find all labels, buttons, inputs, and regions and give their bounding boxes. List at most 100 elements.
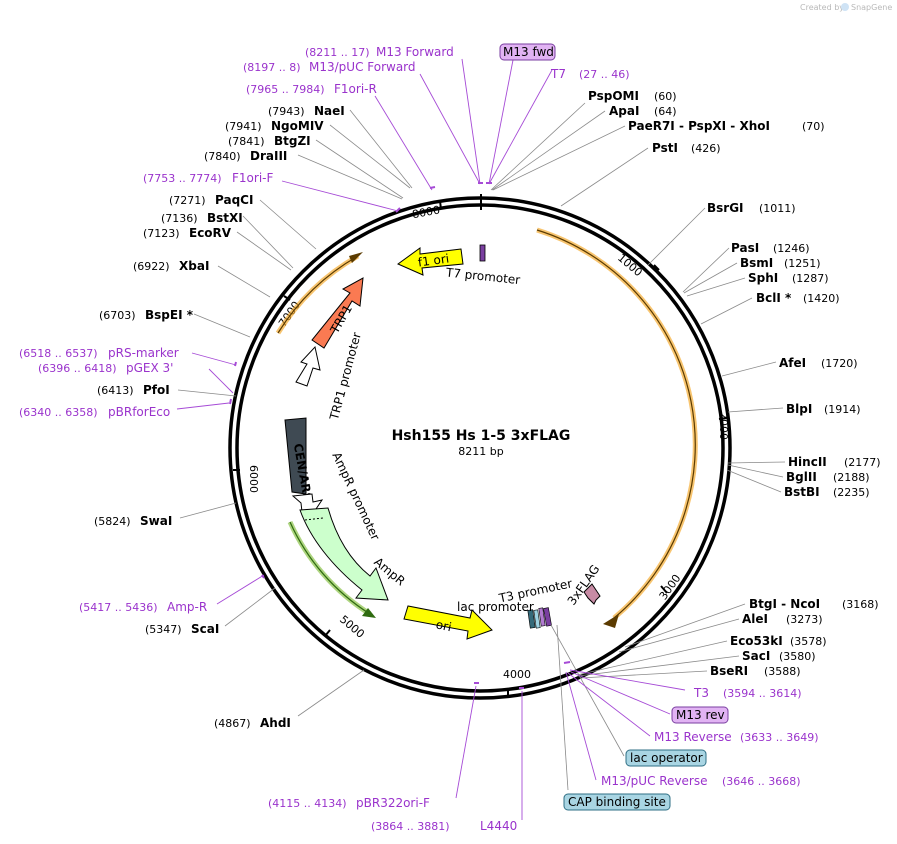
primer-tick-t3	[563, 661, 571, 664]
site-name-naei[interactable]: NaeI	[314, 104, 345, 118]
connector-f1ori-f	[281, 180, 399, 212]
site-name-pspomi[interactable]: PspOMI	[588, 89, 639, 103]
site-name-paer7i[interactable]: PaeR7I - PspXI - XhoI	[628, 119, 770, 133]
site-name-bstxi[interactable]: BstXI	[207, 211, 243, 225]
t3-promoter-mark	[543, 607, 552, 627]
site-name-eco53ki[interactable]: Eco53kI	[730, 634, 783, 648]
connector-prs-marker	[191, 352, 237, 366]
site-name-paqci[interactable]: PaqCI	[215, 193, 253, 207]
connector-m13puc-forward	[419, 73, 481, 185]
tick-label-2000: 2000	[717, 412, 730, 440]
site-pos-pasi: (1246)	[773, 242, 810, 255]
site-name-sphi[interactable]: SphI	[748, 271, 778, 285]
primer-name-prs-marker[interactable]: pRS-marker	[108, 346, 179, 360]
connector-hincii	[727, 461, 786, 464]
site-name-pasi[interactable]: PasI	[731, 241, 759, 255]
feature-cen-ars[interactable]: CEN/ARS	[284, 417, 315, 502]
feature-lac-promoter-cluster[interactable]	[527, 607, 552, 629]
primer-name-pbrforeco[interactable]: pBRforEco	[108, 405, 170, 419]
site-name-ngomiv[interactable]: NgoMIV	[271, 119, 324, 133]
site-name-ecorv[interactable]: EcoRV	[189, 226, 232, 240]
primer-name-pgex[interactable]: pGEX 3'	[126, 361, 173, 375]
site-name-bstbi[interactable]: BstBI	[784, 485, 820, 499]
site-pos-swai: (5824)	[94, 515, 131, 528]
site-pos-ahdi: (4867)	[214, 717, 251, 730]
site-pos-blpi: (1914)	[824, 403, 861, 416]
site-name-bsmi[interactable]: BsmI	[740, 256, 773, 270]
lac-operator-mark	[533, 609, 541, 629]
flag-arrow	[583, 583, 601, 605]
connector-alei	[618, 618, 740, 653]
primer-name-m13puc-reverse[interactable]: M13/pUC Reverse	[601, 774, 708, 788]
feature-ori[interactable]: ori	[403, 605, 493, 640]
primer-connectors	[176, 58, 686, 820]
plasmid-title: Hsh155 Hs 1-5 3xFLAG	[392, 428, 571, 444]
orf-arc-right-arrowhead	[603, 614, 619, 628]
site-name-ahdi[interactable]: AhdI	[260, 716, 291, 730]
site-name-bglii[interactable]: BglII	[786, 470, 817, 484]
t7-promoter-mark	[479, 244, 486, 262]
cap-binding-site-box[interactable]	[563, 793, 671, 811]
tick-5000	[324, 629, 331, 637]
ampr-promoter-arrow	[291, 493, 324, 513]
primer-name-m13puc-forward[interactable]: M13/pUC Forward	[309, 60, 416, 74]
primer-name-amp-r[interactable]: Amp-R	[167, 600, 207, 614]
primer-pos-prs-marker: (6518 .. 6537)	[19, 347, 98, 360]
site-name-xbai[interactable]: XbaI	[179, 259, 209, 273]
primer-pos-m13-reverse: (3633 .. 3649)	[740, 731, 819, 744]
site-name-alei[interactable]: AleI	[742, 612, 768, 626]
primer-name-m13-reverse[interactable]: M13 Reverse	[654, 730, 732, 744]
connector-pfoi	[177, 389, 237, 397]
tick-label-6000: 6000	[247, 465, 260, 493]
primer-name-t7[interactable]: T7	[550, 67, 566, 81]
site-name-swai[interactable]: SwaI	[140, 514, 172, 528]
orf-arc-right-core	[536, 229, 696, 619]
primer-pos-pgex: (6396 .. 6418)	[38, 362, 117, 375]
site-pos-ecorv: (7123)	[143, 227, 180, 240]
connector-pbr322ori-f	[455, 685, 477, 799]
site-name-bseri[interactable]: BseRI	[710, 664, 748, 678]
primer-name-pbr322ori-f[interactable]: pBR322ori-F	[356, 796, 430, 810]
site-name-btgi[interactable]: BtgI - NcoI	[749, 597, 820, 611]
site-name-bspei[interactable]: BspEI *	[145, 308, 194, 322]
primer-pos-m13-forward: (8211 .. 17)	[305, 46, 370, 59]
lac-operator-box[interactable]	[625, 749, 707, 767]
m13-fwd-box[interactable]	[499, 43, 556, 61]
site-name-bcli[interactable]: BclI *	[756, 291, 792, 305]
site-name-saci[interactable]: SacI	[742, 649, 770, 663]
feature-trp1-promoter[interactable]: TRP1 promoter	[295, 331, 364, 423]
ampr-promoter-label: AmpR promoter	[329, 450, 382, 542]
tick-7000	[283, 295, 291, 301]
brand-prefix: Created by	[800, 3, 844, 12]
connector-paqci	[259, 199, 317, 250]
m13-rev-box[interactable]	[671, 706, 729, 724]
site-name-pfoi[interactable]: PfoI	[143, 383, 170, 397]
connector-apai	[491, 110, 606, 191]
site-name-btgzi[interactable]: BtgZI	[274, 134, 311, 148]
tick-label-4000: 4000	[503, 668, 531, 681]
site-name-apai[interactable]: ApaI	[609, 104, 639, 118]
site-name-afei[interactable]: AfeI	[779, 356, 806, 370]
connector-bsrgi	[647, 207, 706, 266]
primer-name-m13-forward[interactable]: M13 Forward	[376, 45, 454, 59]
site-pos-btgzi: (7841)	[228, 135, 265, 148]
primer-name-l4440[interactable]: L4440	[480, 819, 517, 833]
site-name-draiii[interactable]: DraIII	[250, 149, 287, 163]
feature-ampr[interactable]: AmpR	[299, 507, 408, 601]
site-pos-paqci: (7271)	[169, 194, 206, 207]
primer-name-f1ori-f[interactable]: F1ori-F	[232, 171, 273, 185]
site-name-psti[interactable]: PstI	[652, 141, 678, 155]
primer-name-f1ori-r[interactable]: F1ori-R	[334, 82, 377, 96]
site-name-blpi[interactable]: BlpI	[786, 402, 812, 416]
m13-fwd-box-label: M13 fwd	[503, 45, 554, 59]
site-name-scai[interactable]: ScaI	[191, 622, 219, 636]
site-name-bsrgi[interactable]: BsrGI	[707, 201, 744, 215]
site-pos-afei: (1720)	[821, 357, 858, 370]
site-name-hincii[interactable]: HincII	[788, 455, 827, 469]
primer-name-t3[interactable]: T3	[693, 686, 709, 700]
connector-t3	[569, 669, 686, 691]
site-pos-naei: (7943)	[268, 105, 305, 118]
connector-bseri	[579, 670, 708, 679]
feature-f1-ori[interactable]: f1 ori	[397, 247, 464, 276]
